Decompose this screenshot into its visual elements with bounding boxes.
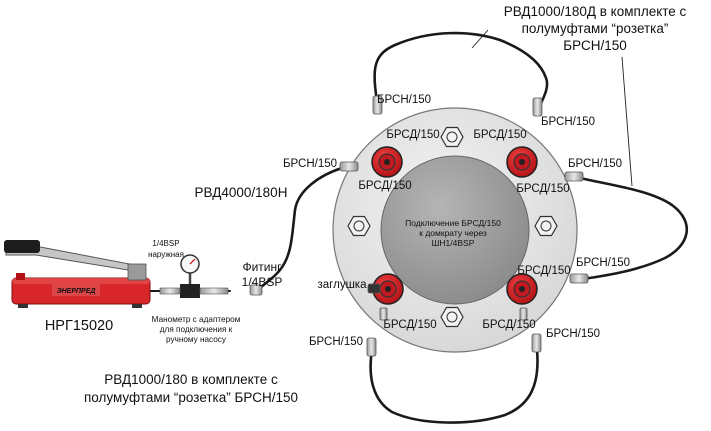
brsd-label: БРСД/150 <box>386 129 439 141</box>
hose-right-loop <box>578 176 689 281</box>
hose-top-loop <box>373 31 549 112</box>
rvd-d-label: РВД1000/180Д в комплекте с <box>504 4 687 19</box>
rvd-bottom-label: РВД1000/180 в комплекте с <box>104 372 278 387</box>
hose-bottom-loop <box>369 348 539 424</box>
brsn-label: БРСН/150 <box>541 116 595 128</box>
jack-plate <box>332 107 578 353</box>
gauge-label: ручному насосу <box>166 335 227 344</box>
brsd-label: БРСД/150 <box>358 180 411 192</box>
brsn-label: БРСН/150 <box>568 158 622 170</box>
fitting-icon <box>531 333 542 353</box>
brsd-label: БРСД/150 <box>516 183 569 195</box>
hose-rvd4000 <box>256 166 344 292</box>
gauge-label: Манометр с адаптером <box>152 315 241 324</box>
labels: РВД1000/180Д в комплекте с полумуфтами “… <box>45 4 687 405</box>
center-label: Подключение БРСД/150 <box>405 218 501 228</box>
fitting-icon <box>339 161 359 172</box>
brsn-label: БРСН/150 <box>546 328 600 340</box>
fitting-icon <box>379 307 388 321</box>
fitting-icon <box>564 171 584 182</box>
hex-nut-icon <box>347 215 371 237</box>
rvd-d-label: БРСН/150 <box>563 38 627 53</box>
brsd-label: БРСД/150 <box>473 129 526 141</box>
coupler-icon <box>372 273 404 305</box>
coupler-icon <box>506 273 538 305</box>
rvd-d-label: полумуфтами “розетка” <box>522 21 669 36</box>
brsn-label: БРСН/150 <box>377 94 431 106</box>
bsp-label: наружная <box>148 250 184 259</box>
fitting-icon <box>372 95 383 115</box>
center-label: к домкрату через <box>419 228 487 238</box>
brsd-label: БРСД/150 <box>482 319 535 331</box>
hex-nut-icon <box>440 306 464 328</box>
rvd-bottom-label: полумуфтами “розетка” БРСН/150 <box>84 390 298 405</box>
rvd4000-label: РВД4000/180Н <box>195 185 288 200</box>
center-label: ШН1/4BSP <box>432 238 475 248</box>
hex-nut-icon <box>534 215 558 237</box>
fitting-label: Фитинг <box>242 260 282 274</box>
fitting-icon <box>519 307 528 321</box>
fitting-icon <box>569 273 589 284</box>
jack-center-area <box>380 155 530 305</box>
hex-nut-icon <box>440 126 464 148</box>
hose-fittings <box>249 95 589 357</box>
brsd-label: БРСД/150 <box>383 319 436 331</box>
coupler-icon <box>506 146 538 178</box>
brsn-label: БРСН/150 <box>576 257 630 269</box>
pump-brand: ЭНЕРПРЕД <box>57 288 96 295</box>
plug-icon <box>367 283 381 294</box>
fitting-icon <box>366 337 377 357</box>
gauge-label: для подключения к <box>160 325 233 334</box>
brsn-label: БРСН/150 <box>309 336 363 348</box>
plug-label: заглушка <box>318 279 368 291</box>
coupler-icon <box>371 146 403 178</box>
pressure-gauge-icon <box>159 254 229 298</box>
fitting-icon <box>249 284 263 296</box>
brsd-label: БРСД/150 <box>517 265 570 277</box>
brsn-label: БРСН/150 <box>283 158 337 170</box>
leader-lines <box>471 29 633 187</box>
pump-model-label: НРГ15020 <box>45 318 113 334</box>
bsp-label: 1/4BSP <box>152 239 179 248</box>
hydraulic-pump-icon: ЭНЕРПРЕД <box>4 240 151 308</box>
fitting-icon <box>532 97 543 117</box>
fitting-label: 1/4BSP <box>242 275 283 289</box>
